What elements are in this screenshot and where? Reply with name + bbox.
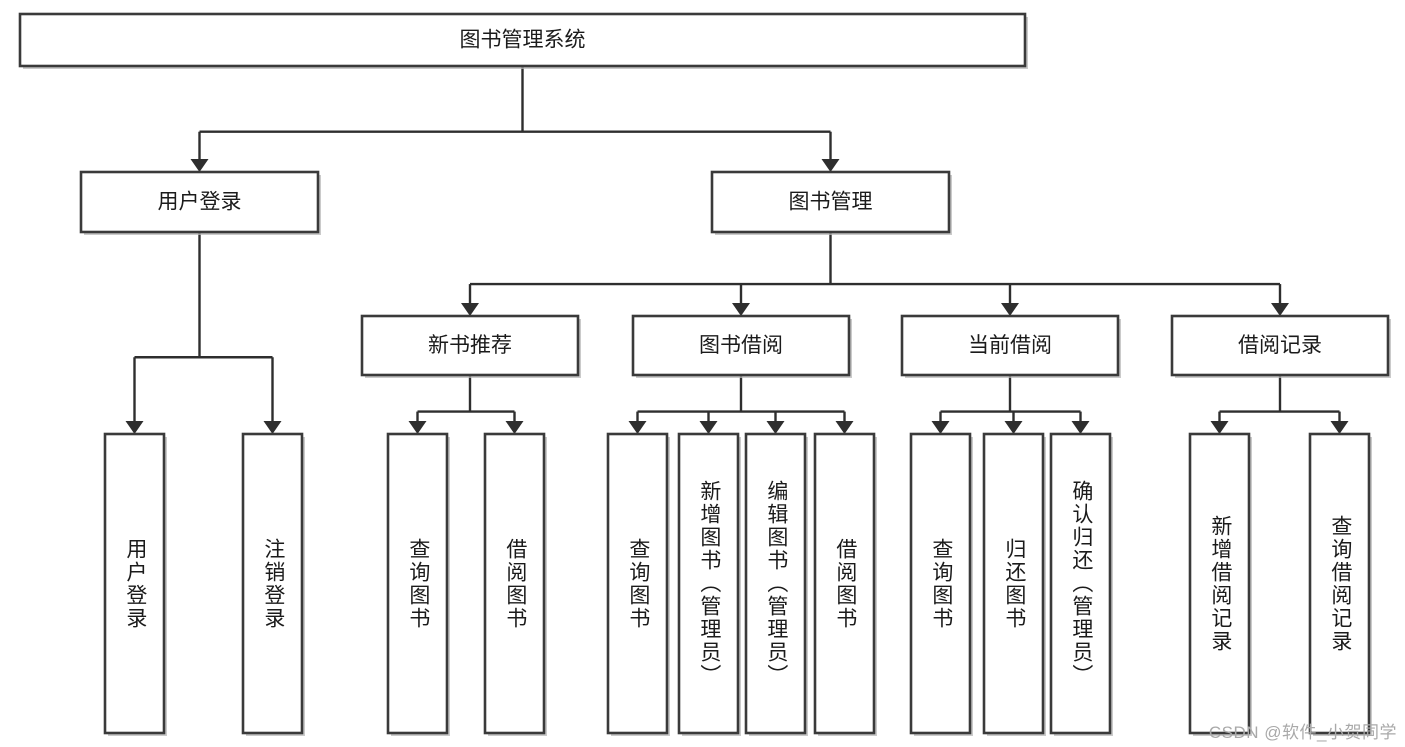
arrow-head <box>461 303 479 316</box>
node-box-leaf-edit-book[interactable] <box>744 432 807 735</box>
arrow-head <box>766 421 785 434</box>
node-box-leaf-user-login[interactable] <box>103 432 166 735</box>
node-box-leaf-query-book-3[interactable] <box>909 432 972 735</box>
node-box-leaf-add-record[interactable] <box>1188 432 1251 735</box>
arrow-head <box>699 421 718 434</box>
node-box-new-book-rec[interactable] <box>360 314 580 377</box>
node-box-leaf-logout[interactable] <box>241 432 304 735</box>
node-box-leaf-query-record[interactable] <box>1308 432 1371 735</box>
node-box-book-manage[interactable] <box>710 170 951 234</box>
node-label-user-login: 用户登录 <box>158 191 242 214</box>
arrow-head <box>931 421 950 434</box>
node-label-borrow-record: 借阅记录 <box>1238 334 1322 357</box>
arrow-head <box>821 159 840 172</box>
arrow-head <box>1001 303 1019 316</box>
arrow-head <box>1330 421 1349 434</box>
connectors-layer <box>125 66 1349 434</box>
node-label-root: 图书管理系统 <box>460 29 586 52</box>
arrow-head <box>835 421 854 434</box>
node-box-borrow-record[interactable] <box>1170 314 1390 377</box>
arrow-head <box>732 303 750 316</box>
arrow-head <box>1071 421 1090 434</box>
arrow-head <box>408 421 427 434</box>
arrow-head <box>1271 303 1289 316</box>
arrow-head <box>125 421 144 434</box>
node-box-leaf-query-book-2[interactable] <box>606 432 669 735</box>
arrow-head <box>1004 421 1023 434</box>
arrow-head <box>505 421 524 434</box>
node-box-leaf-borrow-book-2[interactable] <box>813 432 876 735</box>
node-label-book-borrow: 图书借阅 <box>699 334 783 357</box>
node-box-leaf-borrow-book-1[interactable] <box>483 432 546 735</box>
node-box-leaf-query-book-1[interactable] <box>386 432 449 735</box>
arrow-head <box>628 421 647 434</box>
boxes-layer <box>18 12 1391 736</box>
csdn-watermark: CSDN @软件_小贺同学 <box>1208 723 1397 742</box>
node-box-leaf-add-book[interactable] <box>677 432 740 735</box>
arrow-head <box>1210 421 1229 434</box>
node-box-leaf-confirm-return[interactable] <box>1049 432 1112 735</box>
node-label-current-borrow: 当前借阅 <box>968 334 1052 357</box>
node-box-current-borrow[interactable] <box>900 314 1120 377</box>
node-box-root[interactable] <box>18 12 1027 68</box>
node-box-leaf-return-book[interactable] <box>982 432 1045 735</box>
node-label-book-manage: 图书管理 <box>789 191 873 214</box>
node-box-book-borrow[interactable] <box>631 314 851 377</box>
arrow-head <box>190 159 209 172</box>
node-box-user-login[interactable] <box>79 170 320 234</box>
node-label-new-book-rec: 新书推荐 <box>428 334 512 357</box>
arrow-head <box>263 421 282 434</box>
